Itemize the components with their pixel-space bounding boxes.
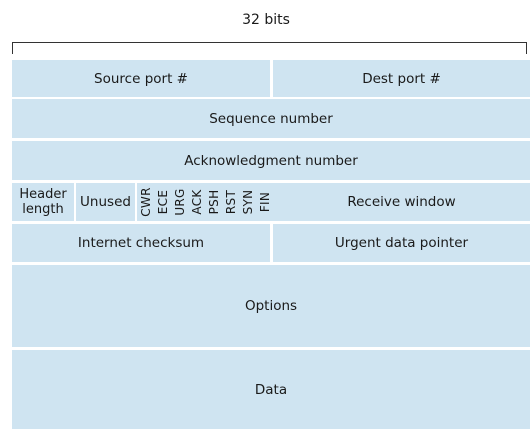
flag-label: ACK [189, 189, 204, 215]
flag-label: FIN [257, 191, 272, 213]
flag-syn: SYN [239, 183, 256, 221]
flag-ece: ECE [154, 183, 171, 221]
flag-label: URG [172, 188, 187, 216]
internet-checksum-field: Internet checksum [12, 224, 270, 262]
width-bracket [12, 42, 527, 54]
dest-port-field: Dest port # [273, 60, 530, 97]
flag-label: RST [223, 189, 238, 215]
unused-field: Unused [76, 183, 135, 221]
flag-label: PSH [206, 189, 221, 215]
options-field: Options [12, 265, 530, 347]
data-field: Data [12, 350, 530, 429]
flag-label: CWR [138, 187, 153, 217]
flag-urg: URG [171, 183, 188, 221]
header-length-field: Header length [12, 183, 74, 221]
source-port-field: Source port # [12, 60, 270, 97]
acknowledgment-number-field: Acknowledgment number [12, 141, 530, 180]
sequence-number-field: Sequence number [12, 99, 530, 138]
receive-window-field: Receive window [273, 183, 530, 221]
flag-psh: PSH [205, 183, 222, 221]
flag-ack: ACK [188, 183, 205, 221]
width-label: 32 bits [242, 12, 290, 28]
flag-cwr: CWR [137, 183, 154, 221]
flag-fin: FIN [256, 183, 273, 221]
flag-label: ECE [155, 189, 170, 215]
urgent-data-pointer-field: Urgent data pointer [273, 224, 530, 262]
flag-rst: RST [222, 183, 239, 221]
flag-label: SYN [240, 189, 255, 215]
